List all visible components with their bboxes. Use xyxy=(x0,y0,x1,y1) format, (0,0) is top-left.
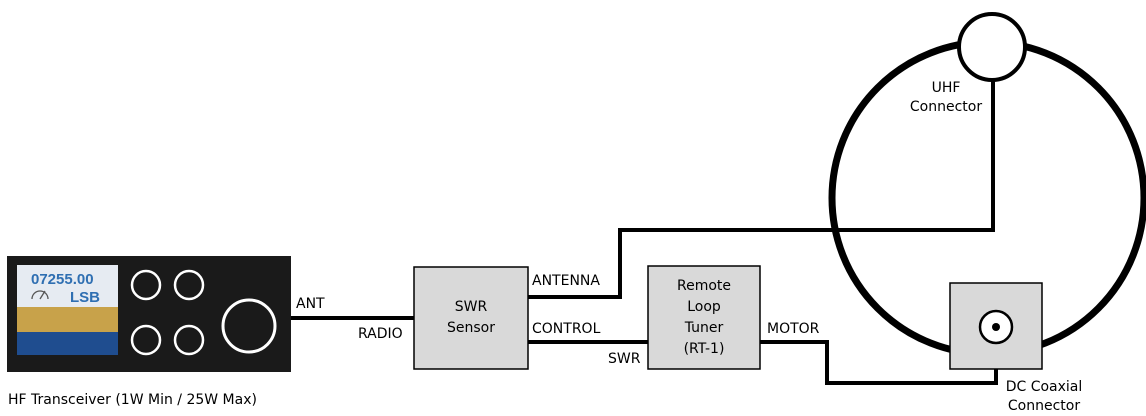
swr-sensor-box xyxy=(413,266,529,370)
meter-icon xyxy=(31,290,49,300)
label-swr: SWR xyxy=(608,351,641,367)
coupling-loop xyxy=(957,12,1027,82)
mode-readout: LSB xyxy=(70,289,100,306)
dc-label-2: Connector xyxy=(1008,398,1080,414)
transceiver-caption: HF Transceiver (1W Min / 25W Max) xyxy=(8,392,257,408)
uhf-label-2: Connector xyxy=(910,99,982,115)
swr-sensor-title-1: SWR xyxy=(455,299,488,315)
knob-top-right[interactable] xyxy=(173,269,205,301)
tuner-box xyxy=(647,265,761,370)
uhf-label-1: UHF xyxy=(932,80,961,96)
label-antenna: ANTENNA xyxy=(532,273,600,289)
knob-bottom-right[interactable] xyxy=(173,324,205,356)
dc-connector-box xyxy=(949,282,1043,370)
tuner-title-1: Remote xyxy=(677,278,731,294)
dc-label-1: DC Coaxial xyxy=(1006,379,1083,395)
label-motor: MOTOR xyxy=(767,321,820,337)
label-control: CONTROL xyxy=(532,321,601,337)
label-radio: RADIO xyxy=(358,326,403,342)
hf-transceiver: 07255.00 LSB xyxy=(7,256,291,372)
frequency-readout: 07255.00 xyxy=(31,271,94,288)
swr-sensor-title-2: Sensor xyxy=(447,320,495,336)
knob-bottom-left[interactable] xyxy=(130,324,162,356)
label-ant: ANT xyxy=(296,296,325,312)
tuning-knob[interactable] xyxy=(221,298,277,354)
wire-antenna-to-uhf xyxy=(528,80,995,299)
transceiver-display: 07255.00 LSB xyxy=(17,265,118,355)
knob-top-left[interactable] xyxy=(130,269,162,301)
tuner-title-3: Tuner xyxy=(684,320,724,336)
tuner-title-4: (RT-1) xyxy=(684,341,725,357)
dc-connector-pin xyxy=(992,323,1000,331)
tuner-title-2: Loop xyxy=(687,299,721,315)
